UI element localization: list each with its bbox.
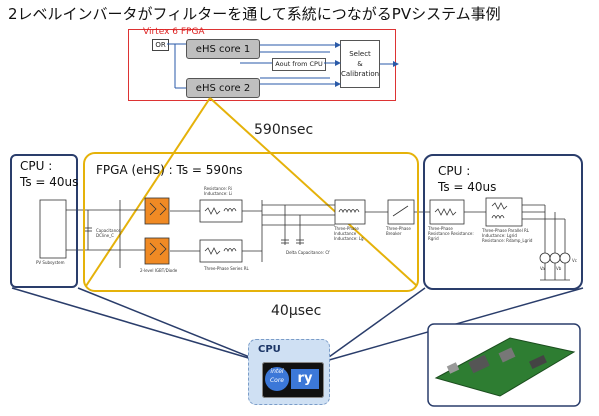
ehs-core-2: eHS core 2 bbox=[186, 78, 260, 98]
cpu-right-line1: CPU : bbox=[438, 164, 471, 178]
cpu-link-1 bbox=[11, 287, 263, 363]
cap-dc-label: Capacitance: DCline_C bbox=[96, 228, 123, 238]
fpga-ehs-label: FPGA (eHS) : Ts = 590ns bbox=[96, 163, 243, 177]
page-title: 2レベルインバータがフィルターを通して系統につながるPVシステム事例 bbox=[8, 5, 501, 23]
breaker-block bbox=[387, 199, 415, 225]
ehs-core-1: eHS core 1 bbox=[186, 39, 260, 59]
series-rl-label: Three-Phase Series RL bbox=[204, 266, 249, 271]
select-line-2: & bbox=[357, 60, 363, 68]
rl1-label: Resistance: Ri Inductance: Li bbox=[204, 186, 233, 196]
vc-label: Vc bbox=[572, 258, 577, 263]
cpu-left-label: CPU : Ts = 40us bbox=[20, 158, 78, 190]
lg-inductance-block bbox=[334, 199, 366, 225]
fpga-chip-label: Virtex 6 FPGA bbox=[143, 27, 205, 37]
cpu-link-2 bbox=[77, 287, 263, 363]
cpu-left-box bbox=[10, 154, 78, 288]
rgrid-label: Three-Phase Resistance Resistance: Rgrid bbox=[428, 226, 474, 241]
select-line-1: Select bbox=[349, 50, 371, 58]
select-line-3: Calibration bbox=[341, 70, 380, 78]
igbt-block-2 bbox=[144, 237, 170, 265]
cpu-timestep-label: 40µsec bbox=[271, 303, 322, 319]
parallel-rl-block bbox=[485, 197, 523, 227]
cpu-right-box bbox=[423, 154, 583, 290]
chip-text: ry bbox=[291, 369, 319, 389]
aout-from-cpu-block: Aout from CPU bbox=[272, 58, 326, 71]
cpu-right-line2: Ts = 40us bbox=[438, 180, 497, 194]
cpu-right-label: CPU : Ts = 40us bbox=[438, 163, 496, 195]
cpu-link-3 bbox=[321, 287, 426, 363]
igbt-block-1 bbox=[144, 197, 170, 225]
pv-subsystem-block bbox=[39, 199, 67, 259]
or-gate: OR bbox=[152, 39, 169, 51]
fpga-board-image bbox=[427, 323, 581, 407]
fpga-timestep-label: 590nsec bbox=[254, 122, 314, 138]
cpu-bottom-label: CPU bbox=[258, 344, 281, 355]
fpga-ehs-box bbox=[83, 152, 419, 292]
cpu-left-line2: Ts = 40us bbox=[20, 175, 79, 189]
breaker-label: Three-Phase Breaker bbox=[386, 226, 411, 236]
intel-logo-icon: intel Core bbox=[265, 367, 289, 391]
parallel-rl-label: Three-Phase Parallel RL Inductance: Lgri… bbox=[482, 228, 533, 243]
callout-line-left bbox=[85, 97, 211, 287]
igbt-label: 2-level IGBT/Diode bbox=[140, 268, 178, 273]
select-calibration-block: Select & Calibration bbox=[340, 40, 380, 88]
lg-label: Three-Phase Inductance Inductance: Lg bbox=[334, 226, 364, 241]
circuit-schematic bbox=[39, 197, 571, 281]
vb-label: Vb bbox=[556, 266, 562, 271]
cf-label: Delta Capacitance: Cf bbox=[286, 250, 330, 255]
cpu-left-line1: CPU : bbox=[20, 159, 53, 173]
va-label: Va bbox=[540, 266, 545, 271]
callout-line-right bbox=[209, 97, 418, 287]
pv-label: PV Subsystem bbox=[36, 260, 65, 265]
